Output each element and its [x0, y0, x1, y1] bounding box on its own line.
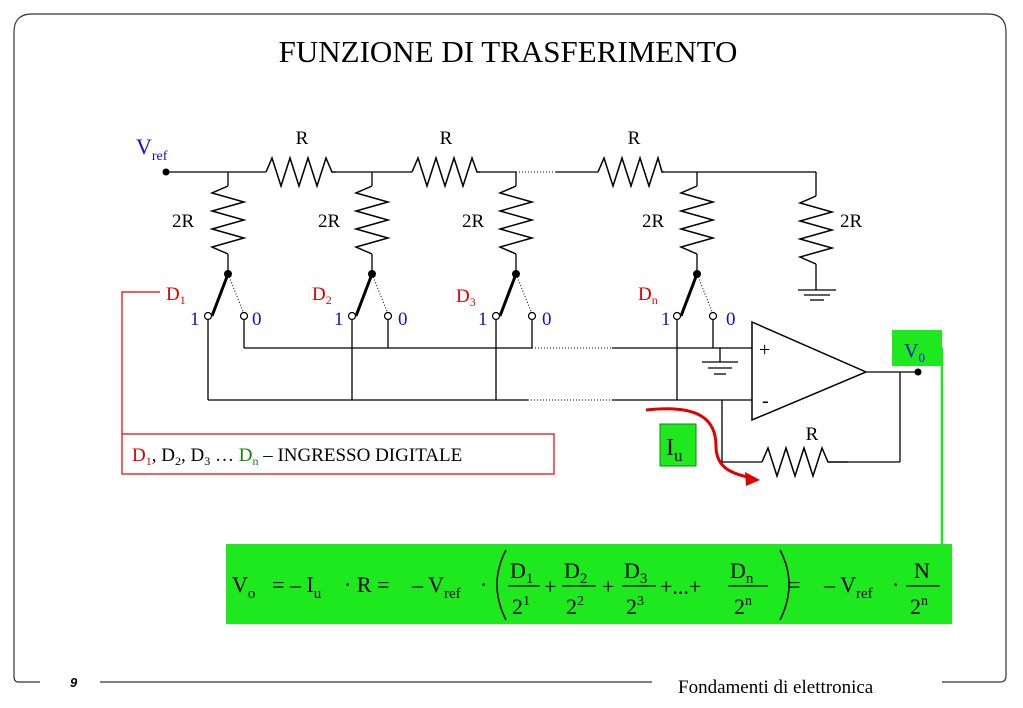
left-paren [496, 549, 507, 621]
result-dot: · [892, 572, 899, 597]
label-r-n: R [628, 128, 641, 149]
plus-2: + [602, 574, 614, 599]
v0-box [892, 330, 942, 366]
resistor-r-1 [265, 155, 336, 189]
current-arrow [645, 407, 753, 480]
label-2r-1: 2R [172, 211, 195, 232]
resistor-r-n [597, 155, 664, 189]
term2-den: 22 [566, 594, 584, 619]
formula-dot: · [480, 572, 487, 597]
resistor-2r-1 [209, 185, 247, 255]
switch-label-d3: D3 [456, 286, 476, 309]
legend-text: D1, D2, D3 … Dn – INGRESSO DIGITALE [132, 445, 462, 468]
legend-bracket [121, 291, 160, 434]
label-r-1: R [296, 128, 309, 149]
formula-dot-r: · R = [344, 572, 389, 597]
page-number: 9 [70, 675, 78, 690]
vref-node [162, 168, 170, 176]
label-2r-n: 2R [642, 211, 665, 232]
page-title: FUNZIONE DI TRASFERIMENTO [279, 34, 738, 69]
v0-label: V0 [904, 340, 925, 365]
plus-1: + [544, 574, 556, 599]
output-node [914, 368, 922, 376]
label-2r-2: 2R [318, 211, 341, 232]
term3-den: 23 [626, 594, 644, 619]
slide-frame [13, 13, 1007, 683]
plus-dots: +...+ [660, 574, 701, 599]
switch-label-d1: D1 [166, 284, 186, 307]
pos-one-3: 1 [478, 309, 488, 330]
term1-num: D1 [510, 558, 533, 587]
term1-den: 21 [512, 594, 530, 619]
switch-label-d2: D2 [312, 284, 332, 307]
label-2r-3: 2R [462, 211, 485, 232]
result-den: 2n [910, 594, 928, 619]
opamp-minus: - [762, 390, 769, 412]
pos-one-1: 1 [190, 309, 200, 330]
formula-neg-vref: – Vref [411, 572, 461, 602]
label-r-2: R [440, 128, 453, 149]
switches [210, 270, 714, 317]
termn-den: 2n [734, 594, 752, 619]
ground-symbol-2r [798, 289, 836, 301]
resistor-2r-3 [497, 185, 535, 255]
opamp-triangle [751, 320, 868, 422]
formula: Vo = – Iu · R = – Vref · D1 21 + D2 22 +… [232, 549, 940, 621]
resistor-2r-2 [353, 185, 391, 255]
formula-eq1: = – Iu [272, 572, 322, 602]
resistors [209, 155, 848, 479]
pos-zero-n: 0 [726, 309, 736, 330]
result-num: N [914, 558, 930, 583]
iu-box [659, 423, 697, 467]
termn-num: Dn [730, 558, 754, 587]
course-name: Fondamenti di elettronica [678, 677, 874, 698]
legend-box [121, 433, 555, 475]
vref-label: Vref [136, 134, 168, 164]
right-paren [779, 549, 790, 621]
iu-label: Iu [666, 435, 683, 465]
resistor-r-2 [411, 155, 480, 189]
pos-zero-3: 0 [542, 309, 552, 330]
term3-num: D3 [624, 558, 647, 587]
pos-one-n: 1 [661, 309, 671, 330]
feedback-r-label: R [806, 424, 819, 445]
switch-label-dn: Dn [638, 284, 658, 307]
formula-eq2: = [788, 572, 800, 597]
switch-contacts [203, 311, 718, 321]
resistor-2r-ground [797, 195, 835, 265]
opamp-plus: + [759, 339, 770, 361]
formula-vo: Vo [232, 572, 255, 602]
resistor-2r-n [678, 185, 716, 255]
dotted-continuation [516, 171, 612, 401]
pos-zero-2: 0 [398, 309, 408, 330]
ground-symbol-plus [702, 361, 738, 375]
term2-num: D2 [564, 558, 587, 587]
resistor-feedback [761, 445, 848, 479]
pos-zero-1: 0 [252, 309, 262, 330]
pos-one-2: 1 [334, 309, 344, 330]
label-2r-ground: 2R [840, 211, 863, 232]
result-neg-vref: – Vref [823, 572, 873, 602]
formula-box [226, 544, 952, 624]
current-arrow-head [745, 472, 760, 486]
